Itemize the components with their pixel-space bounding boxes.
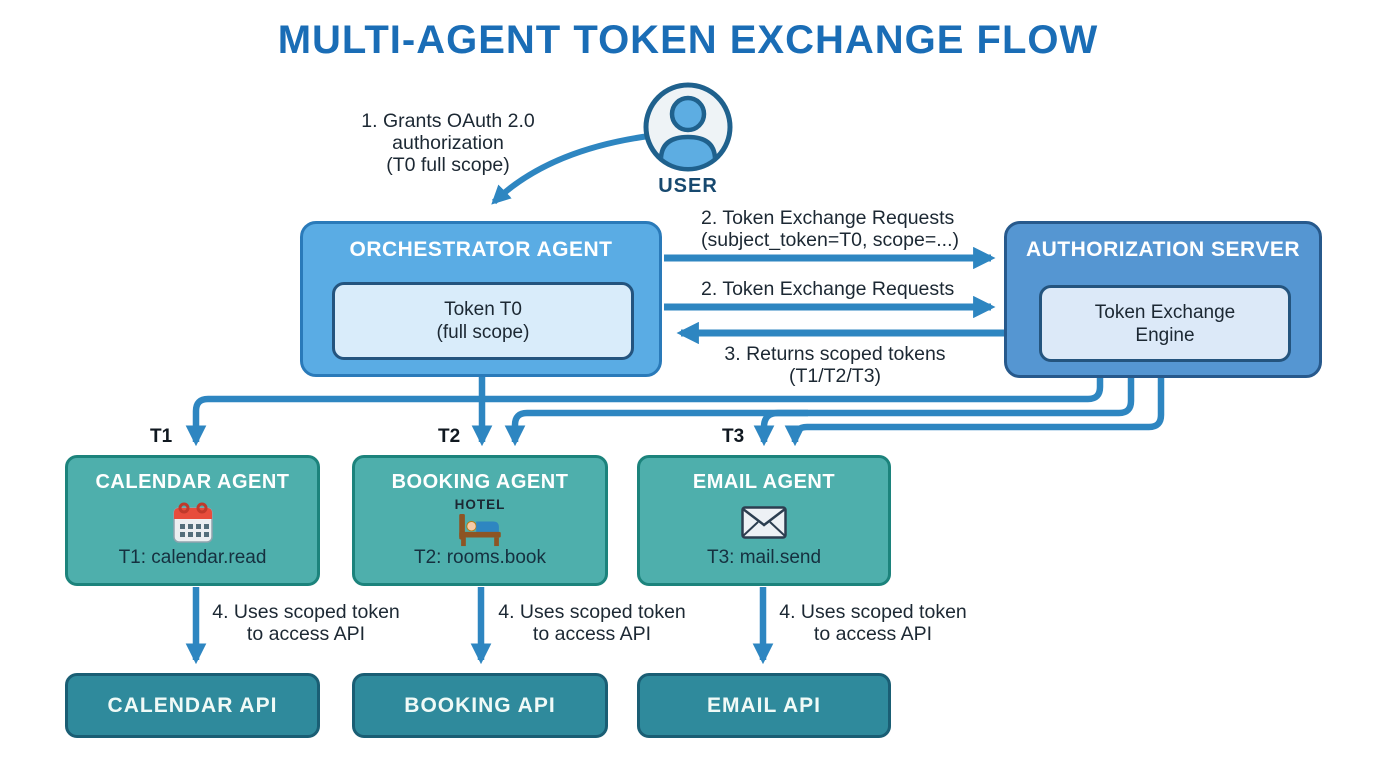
booking-agent-scope: T2: rooms.book: [414, 547, 546, 568]
email-agent-title: EMAIL AGENT: [692, 471, 836, 493]
step2a-line1: 2. Token Exchange Requests: [701, 207, 955, 229]
booking-agent-box: BOOKING AGENT HOTEL T2: rooms.book: [352, 455, 608, 586]
step3-line1: 3. Returns scoped tokens: [724, 343, 946, 365]
step4-label-email: 4. Uses scoped token to access API: [774, 601, 972, 645]
orchestrator-agent-title: ORCHESTRATOR AGENT: [349, 238, 613, 261]
authorization-server-box: AUTHORIZATION SERVER Token Exchange Engi…: [1004, 221, 1322, 378]
envelope-icon: [741, 506, 787, 539]
step4-line2: to access API: [246, 623, 366, 645]
token-tag-t2: T2: [438, 426, 461, 447]
step1-label: 1. Grants OAuth 2.0 authorization (T0 fu…: [330, 110, 566, 176]
engine-line2: Engine: [1135, 324, 1195, 346]
step2b-line1: 2. Token Exchange Requests: [701, 278, 955, 300]
token-t0-line1: Token T0: [444, 299, 522, 320]
arrow-auth-to-calendar-t1: [185, 370, 1104, 447]
orchestrator-agent-box: ORCHESTRATOR AGENT Token T0 (full scope): [300, 221, 662, 377]
arrow-auth-to-booking-t2: [504, 370, 1135, 447]
calendar-api-box: CALENDAR API: [65, 673, 320, 738]
step3-line2: (T1/T2/T3): [788, 365, 882, 387]
step1-line2: authorization: [392, 132, 504, 154]
token-t0-box: Token T0 (full scope): [332, 282, 634, 360]
token-exchange-engine-box: Token Exchange Engine: [1039, 285, 1291, 362]
step2a-line2: (subject_token=T0, scope=...): [701, 229, 959, 251]
calendar-api-label: CALENDAR API: [107, 693, 278, 717]
hotel-caption: HOTEL: [454, 497, 506, 512]
diagram-title: MULTI-AGENT TOKEN EXCHANGE FLOW: [277, 18, 1099, 62]
step4-line2: to access API: [532, 623, 652, 645]
step4-line1: 4. Uses scoped token: [779, 601, 967, 623]
step1-line1: 1. Grants OAuth 2.0: [361, 110, 535, 132]
step4-line2: to access API: [813, 623, 933, 645]
calendar-icon: [172, 502, 213, 543]
arrow-user-to-orchestrator: [491, 133, 650, 205]
calendar-agent-scope: T1: calendar.read: [118, 547, 267, 568]
token-t0-line2: (full scope): [436, 322, 530, 343]
step4-line1: 4. Uses scoped token: [498, 601, 686, 623]
arrow-auth-to-email-t3: [784, 370, 1165, 447]
email-agent-scope: T3: mail.send: [706, 547, 822, 568]
engine-line1: Token Exchange: [1094, 301, 1236, 323]
step3-label: 3. Returns scoped tokens (T1/T2/T3): [700, 343, 970, 387]
email-agent-box: EMAIL AGENT T3: mail.send: [637, 455, 891, 586]
email-api-box: EMAIL API: [637, 673, 891, 738]
token-tag-t1: T1: [150, 426, 173, 447]
hotel-bed-icon: [459, 513, 501, 547]
user-label: USER: [658, 175, 718, 197]
token-tag-t3: T3: [722, 426, 745, 447]
step1-line3: (T0 full scope): [386, 154, 510, 176]
step4-label-booking: 4. Uses scoped token to access API: [493, 601, 691, 645]
booking-api-label: BOOKING API: [404, 693, 556, 717]
email-api-label: EMAIL API: [706, 693, 821, 717]
booking-api-box: BOOKING API: [352, 673, 608, 738]
step4-label-calendar: 4. Uses scoped token to access API: [207, 601, 405, 645]
step2b-label: 2. Token Exchange Requests: [701, 278, 954, 300]
step2a-label: 2. Token Exchange Requests (subject_toke…: [701, 207, 959, 251]
step4-line1: 4. Uses scoped token: [212, 601, 400, 623]
arrow-branch-to-email: [753, 409, 808, 447]
user-icon: [643, 82, 733, 172]
calendar-agent-title: CALENDAR AGENT: [95, 471, 290, 493]
authorization-server-title: AUTHORIZATION SERVER: [1025, 238, 1301, 261]
calendar-agent-box: CALENDAR AGENT T1: calendar.read: [65, 455, 320, 586]
booking-agent-title: BOOKING AGENT: [391, 471, 569, 493]
